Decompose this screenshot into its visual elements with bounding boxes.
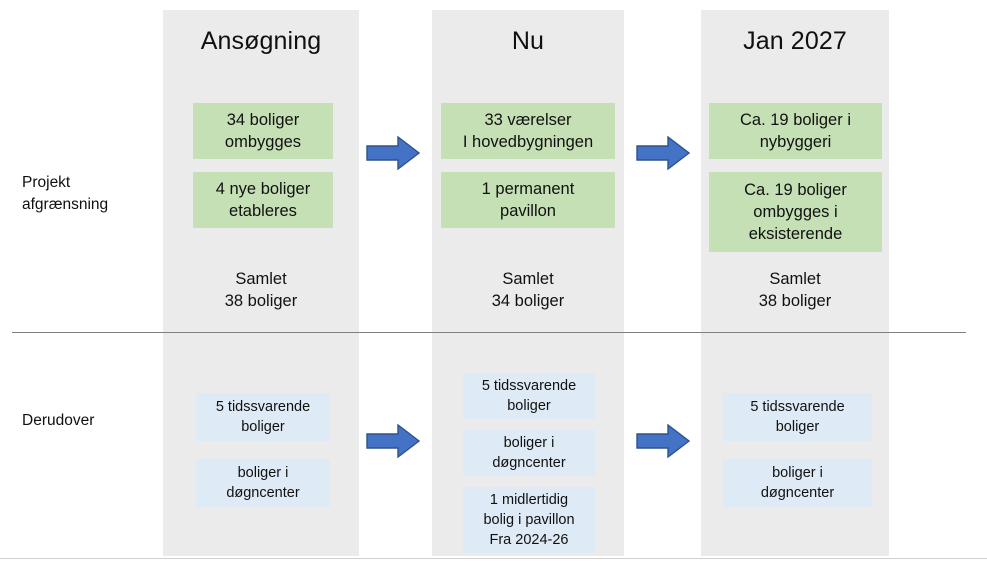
column-header-jan2027: Jan 2027 bbox=[743, 27, 847, 55]
blue-box-ansogning-2: boliger i døgncenter bbox=[196, 459, 330, 507]
footer-divider-line bbox=[0, 558, 987, 559]
column-panel-jan2027-top bbox=[701, 10, 889, 332]
blue-box-ansogning-1: 5 tidssvarende boliger bbox=[196, 393, 330, 441]
column-panel-ansogning-bottom bbox=[163, 333, 359, 556]
blue-box-nu-3: 1 midlertidig bolig i pavillon Fra 2024-… bbox=[463, 487, 595, 553]
arrow-right-icon-bottom-2 bbox=[636, 424, 690, 458]
column-header-ansogning: Ansøgning bbox=[200, 27, 322, 55]
green-box-jan2027-1: Ca. 19 boliger i nybyggeri bbox=[709, 103, 882, 159]
arrow-right-icon-top-1 bbox=[366, 136, 420, 170]
blue-box-jan2027-2: boliger i døgncenter bbox=[723, 459, 872, 507]
column-panel-ansogning-top bbox=[163, 10, 359, 332]
blue-box-nu-1: 5 tidssvarende boliger bbox=[463, 373, 595, 419]
row-label-projekt-afgraensning: Projekt afgrænsning bbox=[22, 174, 109, 213]
row-label-derudover: Derudover bbox=[22, 412, 95, 429]
arrow-right-icon-bottom-1 bbox=[366, 424, 420, 458]
green-box-ansogning-2: 4 nye boliger etableres bbox=[193, 172, 333, 228]
summary-ansogning: Samlet 38 boliger bbox=[224, 270, 298, 310]
arrow-right-icon-top-2 bbox=[636, 136, 690, 170]
blue-box-nu-2: boliger i døgncenter bbox=[463, 430, 595, 476]
green-box-ansogning-1: 34 boliger ombygges bbox=[193, 103, 333, 159]
green-box-nu-1: 33 værelser I hovedbygningen bbox=[441, 103, 615, 159]
column-header-nu: Nu bbox=[511, 27, 545, 55]
green-box-nu-2: 1 permanent pavillon bbox=[441, 172, 615, 228]
green-box-jan2027-2: Ca. 19 boliger ombygges i eksisterende bbox=[709, 172, 882, 252]
column-panel-jan2027-bottom bbox=[701, 333, 889, 556]
column-panel-nu-top bbox=[432, 10, 624, 332]
summary-nu: Samlet 34 boliger bbox=[491, 270, 565, 310]
summary-jan2027: Samlet 38 boliger bbox=[758, 270, 832, 310]
blue-box-jan2027-1: 5 tidssvarende boliger bbox=[723, 393, 872, 441]
section-divider-line bbox=[12, 332, 966, 333]
